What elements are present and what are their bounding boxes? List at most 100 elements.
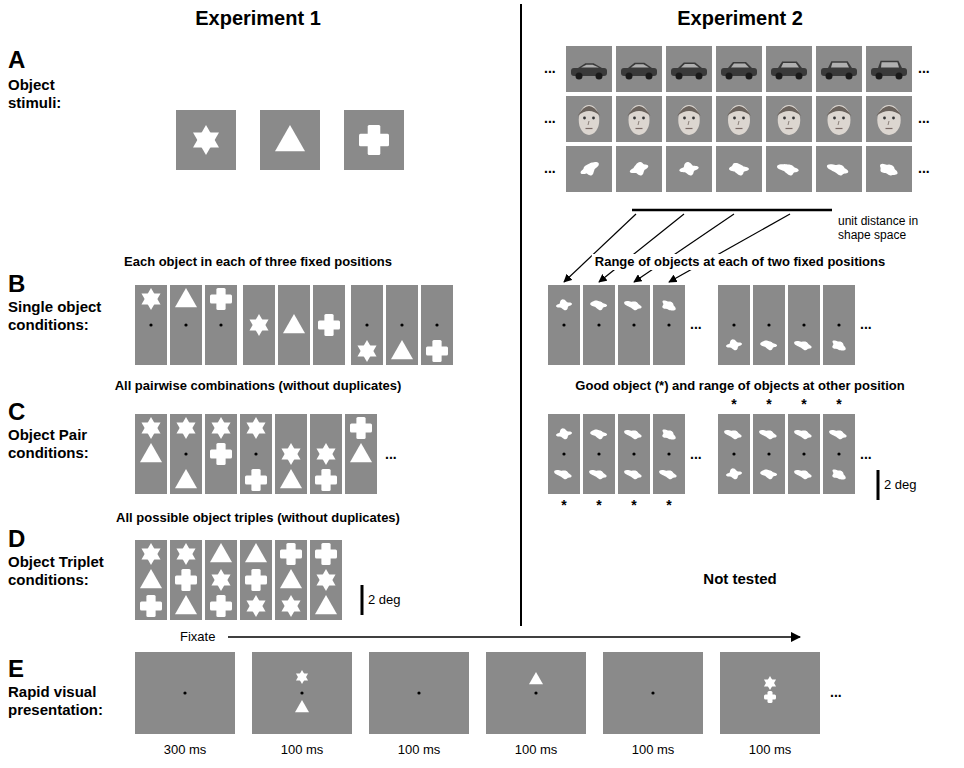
fixation-dot	[667, 452, 670, 455]
star-shape	[296, 674, 308, 685]
stimulus-panel	[816, 46, 862, 92]
triangle-shape	[391, 340, 413, 359]
pointer-arrow	[669, 214, 790, 282]
cross-shape	[432, 340, 441, 362]
stimulus-panel	[275, 540, 307, 620]
cross-shape	[216, 595, 225, 617]
star-shape	[316, 449, 335, 466]
triangle-shape	[245, 543, 267, 562]
stimulus-panel	[240, 414, 272, 494]
triangle-shape	[275, 125, 305, 151]
not-tested-note: Not tested	[703, 570, 776, 588]
time-label: Fixate	[180, 629, 215, 645]
row-label: Object Pair conditions:	[8, 426, 120, 462]
duration-label: 100 ms	[749, 742, 792, 758]
stimulus-panel	[205, 285, 237, 365]
column-divider	[520, 4, 522, 626]
fixation-dot	[254, 452, 257, 455]
triangle-shape	[175, 595, 197, 614]
stimulus-panel	[369, 652, 469, 734]
fixation-dot	[767, 452, 770, 455]
good-object-marker: *	[801, 396, 806, 413]
triangle-shape	[280, 569, 302, 588]
blob-shape	[590, 430, 607, 440]
star-shape	[246, 601, 265, 618]
face-eye	[633, 117, 636, 120]
stimulus-panel	[386, 285, 418, 365]
car-cabin	[778, 62, 802, 68]
triangle-shape	[175, 288, 197, 307]
cross-shape	[368, 125, 381, 155]
scale-bar	[877, 470, 880, 500]
car-wheel	[776, 73, 783, 80]
car-wheel	[646, 73, 653, 80]
stimulus-panel	[753, 285, 785, 365]
ellipsis: ...	[860, 316, 872, 333]
blob-shape	[777, 164, 799, 175]
cross-shape	[286, 543, 295, 565]
blob-shape	[679, 162, 698, 175]
face-hair	[827, 106, 852, 116]
cross-shape	[181, 569, 190, 591]
face-skin	[728, 105, 750, 135]
car-wheel	[896, 73, 903, 80]
stimulus-panel	[716, 96, 762, 142]
star-shape	[281, 601, 300, 618]
stimulus-panel	[583, 285, 615, 365]
fixation-dot	[435, 323, 438, 326]
stimulus-panel	[170, 540, 202, 620]
stimulus-panel	[823, 414, 855, 494]
good-object-marker: *	[766, 396, 771, 413]
face-hair	[876, 106, 901, 116]
blob-shape	[554, 470, 572, 479]
star-shape	[246, 423, 265, 440]
triangle-shape	[315, 595, 337, 614]
stimulus-panel	[816, 96, 862, 142]
stimulus-panel	[616, 146, 662, 192]
face-eye	[642, 117, 645, 120]
blob-shape	[794, 470, 812, 479]
stimulus-panel	[344, 110, 404, 170]
cross-shape	[146, 595, 155, 617]
face-eye	[733, 117, 736, 120]
stimulus-panel	[718, 414, 750, 494]
stimulus-panel	[788, 285, 820, 365]
row-label: Object stimuli:	[8, 76, 88, 112]
car-wheel	[696, 73, 703, 80]
face-hair	[627, 106, 650, 116]
blob-shape	[760, 341, 777, 351]
star-shape	[176, 423, 195, 440]
stimulus-panel	[766, 46, 812, 92]
fixation-dot	[300, 691, 303, 694]
fixation-dot	[597, 323, 600, 326]
stimulus-panel	[866, 46, 912, 92]
cross-shape	[251, 569, 260, 591]
stimulus-panel	[566, 146, 612, 192]
row-label: Single object conditions:	[8, 298, 120, 334]
blob-shape	[659, 470, 677, 479]
good-object-marker: *	[561, 497, 566, 514]
column-heading: Experiment 2	[677, 6, 803, 30]
car-wheel	[596, 73, 603, 80]
duration-label: 100 ms	[398, 742, 441, 758]
car-wheel	[576, 73, 583, 80]
triangle-shape	[210, 543, 232, 562]
fixation-dot	[184, 323, 187, 326]
blob-shape	[794, 430, 812, 439]
blob-shape	[581, 162, 599, 175]
fixation-dot	[632, 452, 635, 455]
stimulus-panel	[666, 46, 712, 92]
face-eye	[833, 117, 836, 120]
fixation-dot	[365, 323, 368, 326]
scale-note: unit distance in shape space	[838, 214, 948, 243]
duration-label: 300 ms	[164, 742, 207, 758]
fixation-dot	[837, 452, 840, 455]
blob-shape	[760, 470, 777, 480]
ellipsis: ...	[918, 110, 930, 127]
cross-shape	[321, 543, 330, 565]
row-label: Rapid visual presentation:	[8, 683, 124, 719]
pointer-arrow	[634, 214, 734, 282]
star-shape	[211, 575, 230, 592]
fixation-dot	[837, 323, 840, 326]
face-hair	[777, 106, 801, 116]
